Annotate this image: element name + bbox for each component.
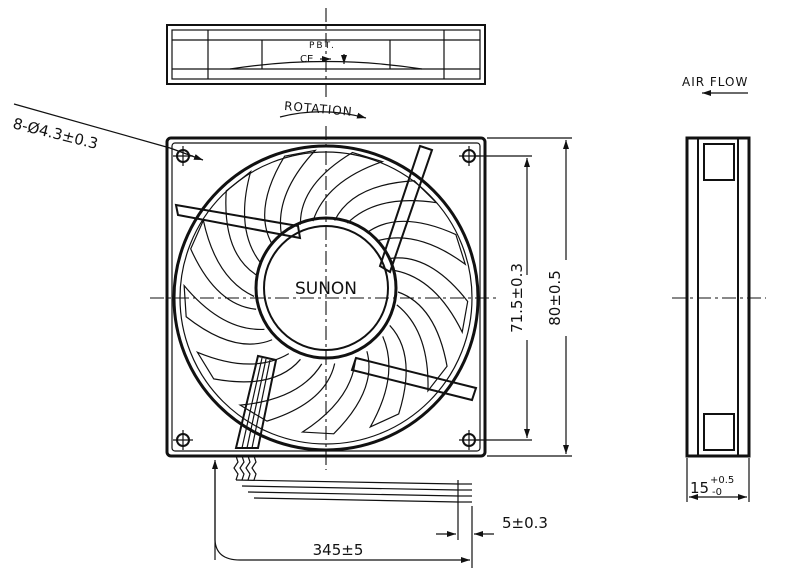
rotation-indicator: ROTATION bbox=[279, 99, 367, 119]
ce-label: CE bbox=[300, 54, 313, 65]
support-struts bbox=[174, 144, 478, 449]
impeller-blade bbox=[195, 351, 301, 383]
thickness-label: 15 bbox=[690, 479, 709, 497]
rotation-arrow bbox=[279, 111, 367, 119]
impeller-blade bbox=[299, 151, 385, 225]
impeller-blade bbox=[396, 291, 448, 393]
impeller-blade bbox=[334, 180, 439, 224]
air-flow-indicator: AIR FLOW bbox=[682, 75, 748, 96]
side-view-frame bbox=[685, 136, 751, 458]
frame-size-label: 80±0.5 bbox=[546, 270, 564, 326]
cable-length-label: 345±5 bbox=[313, 541, 364, 559]
hole-pitch-label: 71.5±0.3 bbox=[508, 263, 526, 333]
side-view bbox=[672, 136, 766, 458]
top-view: PBT. CE bbox=[166, 8, 486, 100]
dim-cable-length: 345±5 bbox=[212, 460, 473, 568]
dim-frame-size: 80±0.5 bbox=[487, 137, 572, 457]
impeller-blade bbox=[389, 257, 469, 335]
impeller-blade bbox=[238, 363, 336, 422]
impeller-blade bbox=[225, 170, 261, 276]
strip-length-label: 5±0.3 bbox=[502, 514, 548, 532]
dim-hole-pitch: 71.5±0.3 bbox=[476, 155, 532, 441]
rotation-label: ROTATION bbox=[284, 99, 354, 119]
impeller-blade bbox=[366, 220, 467, 266]
impeller-blade bbox=[183, 283, 273, 345]
impeller-blade bbox=[368, 325, 407, 429]
mounting-holes bbox=[173, 146, 479, 450]
thickness-tol-upper: +0.5 bbox=[710, 475, 734, 486]
dim-thickness: 15 +0.5 -0 bbox=[686, 458, 750, 502]
impeller-blade bbox=[190, 218, 257, 310]
thickness-tol-lower: -0 bbox=[712, 487, 722, 498]
pbt-label: PBT. bbox=[309, 41, 336, 51]
hole-spec-label: 8-Ø4.3±0.3 bbox=[11, 114, 100, 153]
air-flow-label: AIR FLOW bbox=[682, 75, 748, 89]
hole-spec-callout: 8-Ø4.3±0.3 bbox=[11, 103, 204, 161]
lead-wires bbox=[233, 455, 472, 506]
dim-strip-length: 5±0.3 bbox=[436, 506, 548, 540]
front-view: SUNON bbox=[150, 126, 500, 470]
impeller-blade bbox=[264, 149, 317, 245]
impeller-blade bbox=[300, 351, 370, 435]
